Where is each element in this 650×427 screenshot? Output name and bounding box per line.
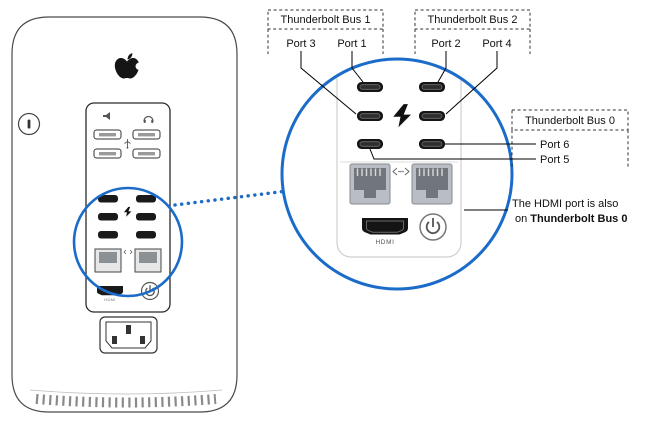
callout-bus1: Thunderbolt Bus 1 Port 3 Port 1 <box>267 9 384 115</box>
callout-bus2: Thunderbolt Bus 2 Port 2 Port 4 <box>414 9 531 115</box>
bus0-port6-label: Port 6 <box>540 139 569 151</box>
hdmi-port-zoom-label: HDMI <box>375 239 394 246</box>
hdmi-port-small: HDMI <box>96 286 123 302</box>
hdmi-note-line1: The HDMI port is also <box>512 198 618 210</box>
highlight-circle <box>72 186 184 298</box>
thunderbolt-port-6 <box>419 139 445 149</box>
hdmi-port-zoom: HDMI <box>362 218 408 246</box>
bus1-title: Thunderbolt Bus 1 <box>281 14 371 26</box>
thunderbolt-ports-zoom <box>357 82 445 149</box>
ethernet-icon <box>123 249 133 255</box>
usb-ports <box>93 129 161 159</box>
vents <box>29 389 223 408</box>
callout-bus0: Thunderbolt Bus 0 Port 6 Port 5 <box>369 109 629 167</box>
thunderbolt-port-2 <box>419 82 445 92</box>
power-button-zoom <box>419 213 447 241</box>
headphones-icon <box>143 115 154 123</box>
ethernet-icon <box>392 167 410 176</box>
bus1-port3-label: Port 3 <box>286 38 315 50</box>
ethernet-port-left <box>349 163 391 205</box>
speaker-icon <box>103 112 110 120</box>
bus2-title: Thunderbolt Bus 2 <box>428 14 518 26</box>
port4-connector <box>445 51 498 115</box>
ethernet-ports-small <box>94 248 162 273</box>
bus2-port4-label: Port 4 <box>482 38 511 50</box>
thunderbolt-icon <box>393 104 411 128</box>
bus2-port2-label: Port 2 <box>431 38 460 50</box>
callout-hdmi-note: The HDMI port is also on Thunderbolt Bus… <box>464 198 627 225</box>
port2-connector <box>437 51 447 83</box>
power-inlet <box>99 316 158 354</box>
hdmi-note-line2: on Thunderbolt Bus 0 <box>515 213 627 225</box>
port1-connector <box>351 51 364 83</box>
bus0-title: Thunderbolt Bus 0 <box>525 115 615 127</box>
hdmi-note-line2-normal: on <box>515 213 530 225</box>
ethernet-ports-zoom <box>349 163 453 205</box>
thunderbolt-port-5 <box>357 139 383 149</box>
thunderbolt-port-3 <box>357 111 383 121</box>
apple-logo-icon <box>114 53 143 79</box>
ethernet-port-right <box>411 163 453 205</box>
mac-pro-rear-view: HDMI <box>11 16 238 413</box>
hdmi-port-small-label: HDMI <box>104 297 115 302</box>
zoom-circle <box>280 57 514 291</box>
thunderbolt-port-1 <box>357 82 383 92</box>
thunderbolt-icon <box>123 206 132 217</box>
usb-icon <box>124 139 131 149</box>
port3-connector <box>300 51 357 115</box>
thunderbolt-port-4 <box>419 111 445 121</box>
zoom-panel-outline <box>336 60 462 258</box>
lock-icon <box>17 112 41 136</box>
bus0-port5-label: Port 5 <box>540 154 569 166</box>
zoom-contents: HDMI <box>336 60 462 258</box>
bus1-port1-label: Port 1 <box>337 38 366 50</box>
hdmi-note-line2-bold: Thunderbolt Bus 0 <box>530 213 627 225</box>
thunderbolt-ports-small <box>98 195 156 239</box>
dotted-connector <box>173 189 289 207</box>
mac-pro-body-outline <box>11 16 238 413</box>
io-panel: HDMI <box>85 102 171 313</box>
power-icon <box>425 221 441 234</box>
port5-connector <box>369 148 536 160</box>
